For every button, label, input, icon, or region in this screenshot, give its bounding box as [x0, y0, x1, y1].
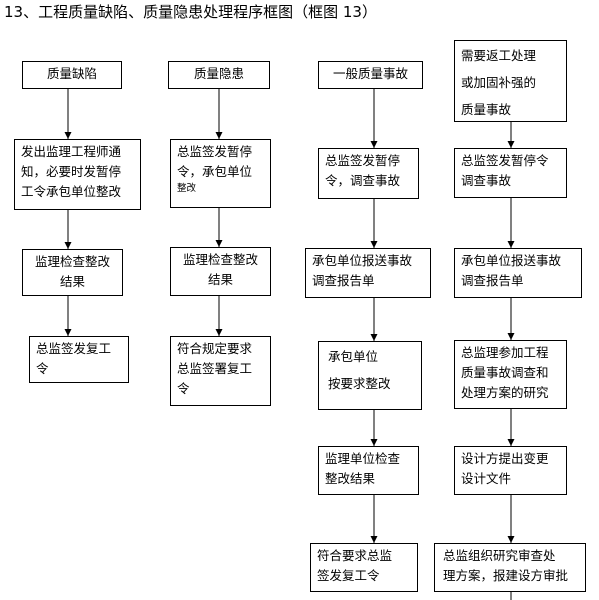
general-node-3: 承包单位报送事故 调查报告单	[305, 248, 431, 298]
defect-node-2: 发出监理工程师通 知，必要时发暂停 工令承包单位整改	[14, 139, 141, 210]
defect-node-4: 总监签发复工 令	[29, 336, 129, 383]
general-node-6: 符合要求总监 签发复工令	[310, 543, 418, 592]
hazard-node-4: 符合规定要求 总监签署复工 令	[170, 336, 271, 406]
hazard-node-1: 质量隐患	[168, 61, 270, 89]
rework-node-4: 总监理参加工程 质量事故调查和 处理方案的研究	[454, 340, 567, 409]
rework-node-3: 承包单位报送事故 调查报告单	[454, 248, 582, 298]
page-title: 13、工程质量缺陷、质量隐患处理程序框图（框图 13）	[4, 3, 377, 21]
rework-node-6: 总监组织研究审查处 理方案，报建设方审批	[434, 543, 586, 592]
general-node-1: 一般质量事故	[318, 61, 423, 89]
general-node-4: 承包单位 按要求整改	[318, 341, 422, 410]
defect-node-1: 质量缺陷	[22, 61, 122, 89]
hazard-node-3: 监理检查整改 结果	[170, 247, 271, 296]
general-node-5: 监理单位检查 整改结果	[318, 446, 419, 495]
general-node-2: 总监签发暂停 令，调查事故	[318, 148, 419, 199]
rework-node-2: 总监签发暂停令 调查事故	[454, 148, 567, 198]
hazard-node-2: 总监签发暂停 令，承包单位 整改	[170, 139, 271, 208]
defect-node-3: 监理检查整改 结果	[22, 249, 123, 296]
rework-node-1: 需要返工处理 或加固补强的 质量事故	[454, 40, 567, 122]
rework-node-5: 设计方提出变更 设计文件	[454, 446, 567, 495]
